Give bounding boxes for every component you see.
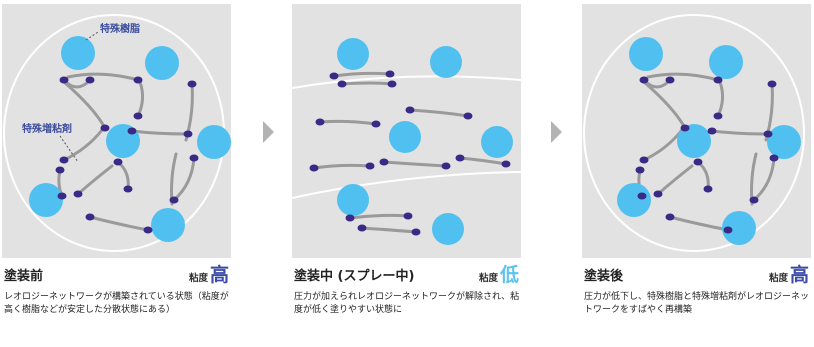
- viscosity-value-low: 低: [499, 264, 519, 286]
- network-diagram-after: [583, 14, 805, 252]
- thickener-callout-line: [59, 135, 79, 163]
- viscosity-label: 粘度: [478, 273, 498, 284]
- thickener-callout-label: 特殊増粘剤: [22, 122, 72, 135]
- viscosity-indicator-before: 粘度高: [189, 260, 229, 287]
- resin-particles: [337, 38, 513, 245]
- flow-lines: [292, 75, 521, 199]
- resin-callout-line: [85, 31, 99, 41]
- thickener-chains: [637, 72, 776, 232]
- stage-title-before: 塗装前: [4, 269, 44, 284]
- thickener-ends: [635, 76, 779, 234]
- panel-after-coating: [582, 4, 811, 258]
- viscosity-indicator-after: 粘度高: [769, 260, 809, 287]
- thickener-ends: [309, 70, 511, 236]
- resin-particles: [617, 37, 801, 245]
- viscosity-indicator-during: 粘度低: [479, 260, 519, 287]
- resin-particles: [29, 36, 231, 242]
- viscosity-value-high: 高: [209, 264, 229, 286]
- stage-description-after: 圧力が低下し、特殊樹脂と特殊増粘剤がレオロジーネットワークをすばやく再構築: [584, 292, 810, 315]
- stage-title-during: 塗装中 (スプレー中): [294, 269, 415, 284]
- stage-description-during: 圧力が加えられレオロジーネットワークが解除され、粘度が低く塗りやすい状態に: [294, 292, 520, 315]
- thickener-ends: [55, 76, 199, 234]
- viscosity-label: 粘度: [768, 273, 788, 284]
- resin-callout-label: 特殊樹脂: [100, 22, 140, 35]
- stage-description-before: レオロジーネットワークが構築されている状態（粘度が高く樹脂などが安定した分散状態…: [4, 292, 229, 315]
- container-circle: [583, 14, 805, 252]
- network-diagram-before: 特殊樹脂 特殊増粘剤: [3, 14, 231, 252]
- viscosity-label: 粘度: [188, 273, 208, 284]
- network-diagram-during: [292, 38, 521, 245]
- viscosity-value-high: 高: [789, 264, 809, 286]
- panel-during-spray: [292, 4, 521, 258]
- process-arrow-1: [263, 121, 274, 143]
- stage-title-after: 塗装後: [584, 269, 624, 284]
- panel-before-coating: 特殊樹脂 特殊増粘剤: [2, 4, 231, 258]
- process-arrow-2: [551, 121, 562, 143]
